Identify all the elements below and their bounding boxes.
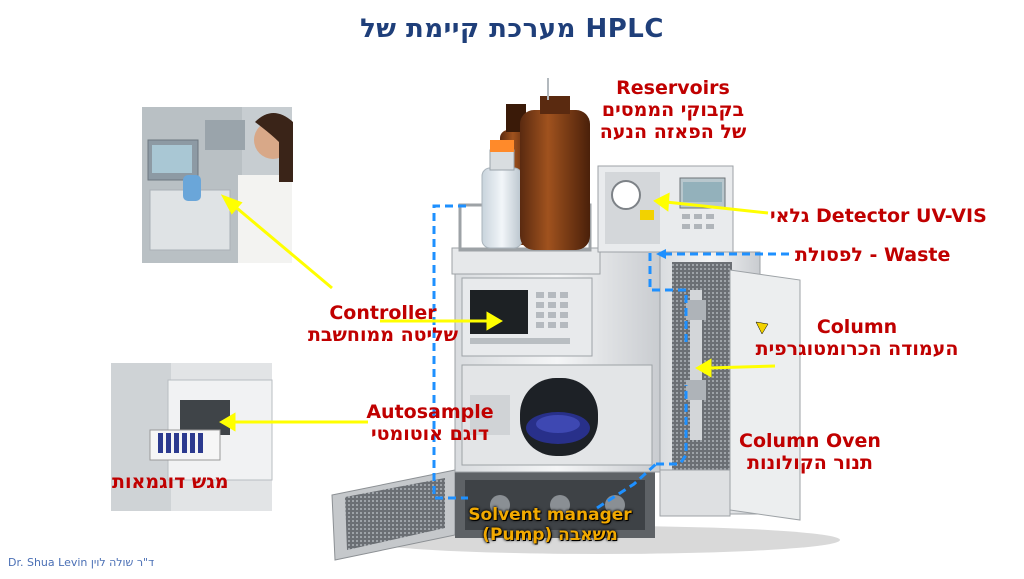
label-reservoirs-he2: של הפאזה הנעה — [599, 121, 747, 143]
hplc-instrument — [331, 165, 840, 561]
label-column-oven-en: Column Oven — [739, 430, 881, 452]
label-solvent-manager: Solvent manager (Pump) משאבה — [440, 505, 660, 545]
label-controller-he: שליטה ממוחשבת — [307, 324, 459, 346]
label-column-en: Column — [816, 316, 898, 338]
solvent-reservoirs — [458, 78, 592, 252]
label-column: Column העמודה הכרומטוגרפית — [752, 316, 962, 360]
controller-photo — [142, 107, 293, 263]
label-reservoirs-he1: בקבוקי הממסים — [601, 99, 745, 121]
label-controller: Controller שליטה ממוחשבת — [298, 302, 468, 346]
flow-path — [432, 204, 792, 510]
label-sample-tray: מגש דוגמאות — [112, 471, 229, 493]
label-detector: גלאי Detector UV-VIS — [770, 205, 987, 227]
label-waste: לפסולת - Waste — [795, 244, 951, 266]
sample-tray-photo — [111, 363, 273, 511]
label-column-oven-he: תנור הקולונות — [747, 452, 873, 474]
label-column-he: העמודה הכרומטוגרפית — [755, 338, 959, 360]
label-reservoirs-en: Reservoirs — [616, 77, 730, 99]
footer-author: Dr. Shua Levin ד"ר שולה לוין — [8, 556, 155, 569]
label-column-oven: Column Oven תנור הקולונות — [735, 430, 885, 474]
label-solvent-manager-en: Solvent manager — [468, 505, 632, 525]
label-solvent-manager-he: (Pump) משאבה — [482, 525, 618, 545]
label-reservoirs: Reservoirs בקבוקי הממסים של הפאזה הנעה — [598, 77, 748, 143]
label-autosample: Autosample דוגם אוטומטי — [360, 401, 500, 445]
slide-title: מערכת קיימת של HPLC — [360, 14, 664, 44]
label-controller-en: Controller — [329, 302, 437, 324]
label-autosample-en: Autosample — [366, 401, 494, 423]
pointer-arrows — [219, 192, 776, 432]
label-autosample-he: דוגם אוטומטי — [370, 423, 490, 445]
